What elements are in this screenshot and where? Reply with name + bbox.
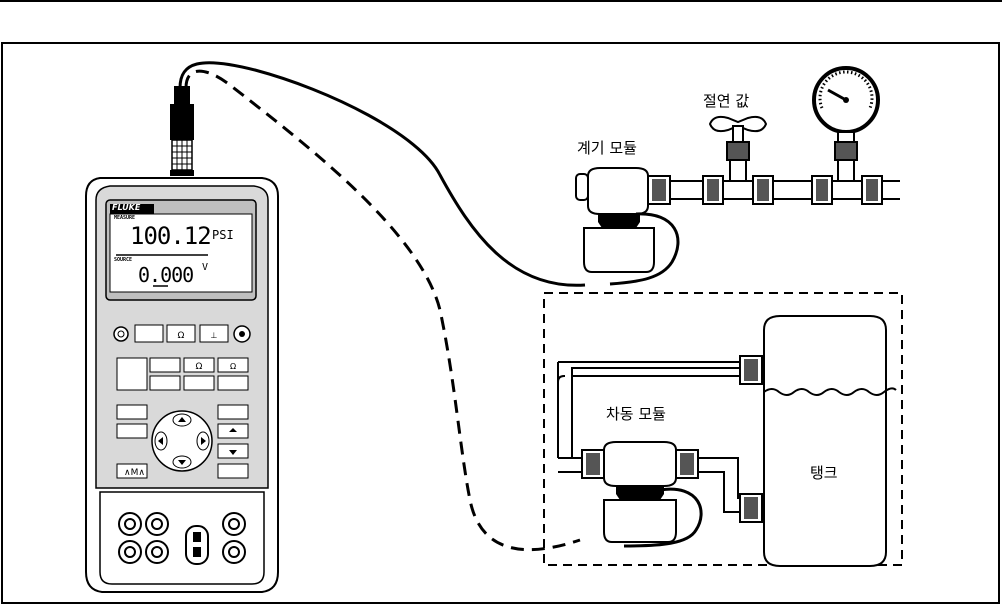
brand-logo: FLUKE (112, 203, 141, 212)
lcd-screen (109, 213, 253, 293)
measure-unit: PSI (212, 228, 234, 242)
differential-piping (557, 355, 763, 523)
gauge-module (575, 167, 680, 286)
function-keys-top: Ω ⊥ (113, 324, 251, 343)
pressure-module-port (185, 525, 209, 565)
backlight-icon: ⊥ (211, 331, 218, 340)
terminal-panel (99, 491, 265, 585)
ramp-icon: ∧M∧ (124, 468, 145, 478)
differential-cable (184, 69, 581, 552)
measure-label: MEASURE (114, 215, 136, 221)
gauge-module-label: 계기 모듈 (577, 139, 637, 157)
brand-plate (110, 204, 154, 214)
function-keys-grid (116, 357, 249, 479)
tank (763, 315, 897, 567)
differential-module-label: 차동 모듈 (606, 405, 666, 423)
pressure-gauge (812, 66, 880, 161)
direction-pad (151, 410, 213, 472)
arrow-up-icon (178, 417, 186, 422)
arrow-left-icon (158, 437, 163, 445)
differential-module (603, 441, 703, 548)
tank-label: 탱크 (810, 464, 838, 482)
source-label: SOURCE (114, 257, 133, 263)
source-value: 0.000 (138, 263, 194, 287)
measure-value: 100.12 (130, 222, 212, 250)
gauge-piping (647, 157, 900, 205)
source-unit: V (202, 262, 209, 273)
liquid-level-icon (763, 387, 897, 396)
isolation-valve-label: 절연 값 (703, 92, 750, 110)
diagram-frame (1, 42, 1000, 604)
calibrator-device: Ω ⊥ Ω Ω ∧M∧ (85, 177, 279, 593)
gauge-cable (178, 61, 586, 287)
power-icon (113, 326, 129, 342)
arrow-down-icon (178, 460, 186, 465)
cable-connector (170, 86, 194, 176)
arrow-right-icon (201, 437, 206, 445)
svg-text:Ω: Ω (230, 362, 236, 371)
svg-text:Ω: Ω (196, 362, 203, 372)
valve-handle-icon (708, 115, 768, 133)
zero-icon: Ω (178, 331, 185, 341)
input-jacks (118, 512, 246, 564)
isolation-valve (708, 115, 768, 161)
